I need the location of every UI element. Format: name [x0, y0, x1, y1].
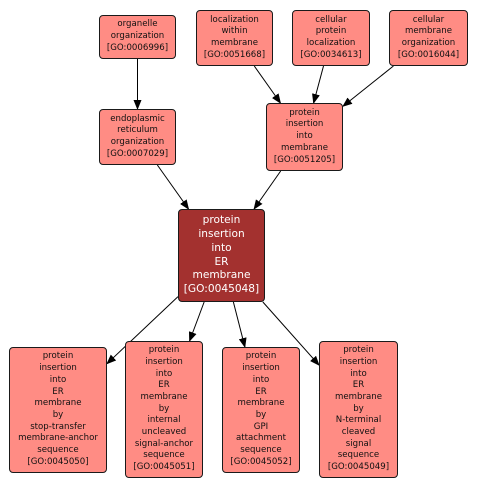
node-label-line: localization — [306, 38, 356, 48]
node-label-line: [GO:0016044] — [397, 49, 460, 60]
node-label-line: insertion — [198, 227, 245, 240]
node-label-line: insertion — [339, 356, 378, 367]
edge-n0045048-to-n0045049 — [262, 301, 320, 366]
node-label-line: protein — [42, 351, 74, 362]
node-label-line: membrane — [404, 26, 453, 37]
node-label-line: within — [221, 26, 248, 37]
node-label-line: into — [296, 131, 313, 142]
node-label-line: signal-anchor — [134, 438, 194, 449]
node-label-line: localization — [210, 14, 259, 25]
edge-n0007029-to-n0045048 — [156, 164, 190, 210]
node-label-line: [GO:0006996] — [106, 42, 169, 53]
node-label-line: organization — [401, 38, 456, 48]
node-label-line: ER — [255, 386, 267, 397]
node-label-line: protein — [148, 345, 180, 356]
node-label-line: by — [255, 410, 267, 420]
node-label-line: GPI — [253, 421, 269, 432]
node-label-line: [GO:0045048] — [183, 283, 260, 296]
edge-n0051205-to-n0045048 — [253, 170, 282, 210]
node-label-line: into — [252, 374, 270, 385]
node-label-line: protein — [245, 351, 277, 362]
node-label-line: ER — [158, 380, 170, 391]
node-label-line: ER — [352, 380, 365, 391]
node-label-line: ER — [52, 386, 64, 397]
node-label-line: cellular — [315, 14, 347, 25]
node-label-line: organization — [110, 31, 165, 42]
node-label-line: membrane — [210, 38, 259, 48]
node-label-line: [GO:0045052] — [230, 456, 292, 467]
node-label-line: sequence — [337, 450, 380, 461]
node-label-line: reticulum — [117, 125, 158, 136]
node-label-line: into — [350, 368, 367, 379]
node-label-line: cellular — [412, 14, 445, 25]
node-label-line: insertion — [242, 363, 280, 374]
edge-n0045048-to-n0045050 — [106, 296, 179, 365]
node-label-line: [GO:0007029] — [106, 148, 169, 159]
node-label-line: sequence — [37, 445, 79, 456]
node-label-line: protein — [343, 345, 374, 356]
node-label-line: protein — [289, 107, 320, 118]
node-label-line: membrane — [237, 398, 285, 409]
node-label-line: organization — [110, 137, 165, 147]
node-label-line: internal — [147, 415, 181, 426]
node-label-line: [GO:0045051] — [133, 462, 195, 473]
node-label-line: [GO:0045049] — [327, 462, 390, 473]
node-label-line: sequence — [240, 445, 282, 456]
node-label-line: by — [52, 410, 64, 420]
node-label-line: protein — [315, 26, 347, 37]
node-label-line: signal — [345, 438, 372, 449]
node-label-line: membrane — [140, 391, 188, 402]
node-label-line: insertion — [145, 356, 183, 367]
node-label-line: uncleaved — [141, 427, 187, 438]
edge-n0034613-to-n0051205 — [312, 65, 324, 104]
node-label-line: insertion — [39, 363, 77, 374]
edge-n0016044-to-n0051205 — [342, 65, 394, 107]
node-label-line: into — [49, 374, 67, 385]
node-label-line: cleaved — [341, 427, 376, 438]
edge-n0045048-to-n0045051 — [188, 301, 205, 342]
node-label-line: stop-transfer — [30, 421, 86, 432]
node-label-line: ER — [214, 255, 229, 268]
edge-n0051668-to-n0051205 — [253, 65, 282, 104]
node-label-line: membrane — [334, 391, 383, 402]
node-label-line: into — [211, 241, 232, 254]
node-label-line: insertion — [285, 119, 324, 130]
node-label-line: membrane-anchor — [18, 433, 98, 444]
node-label-line: by — [353, 403, 364, 414]
node-label-line: protein — [202, 214, 241, 227]
node-label-line: organelle — [117, 19, 158, 30]
node-label-line: [GO:0051668] — [203, 49, 266, 60]
node-label-line: membrane — [34, 398, 82, 409]
node-label-line: membrane — [280, 142, 329, 153]
node-label-line: sequence — [143, 450, 185, 461]
node-label-line: [GO:0051205] — [273, 154, 336, 165]
edge-n0045048-to-n0045052 — [232, 301, 247, 348]
node-label-line: [GO:0045050] — [27, 456, 89, 467]
node-label-line: into — [155, 368, 173, 379]
node-label-line: membrane — [192, 269, 251, 282]
node-label-line: N-terminal — [335, 415, 382, 426]
node-label-line: endoplasmic — [110, 113, 165, 124]
node-label-line: attachment — [236, 433, 286, 444]
node-label-line: by — [158, 403, 170, 414]
node-label-line: [GO:0034613] — [300, 49, 362, 60]
